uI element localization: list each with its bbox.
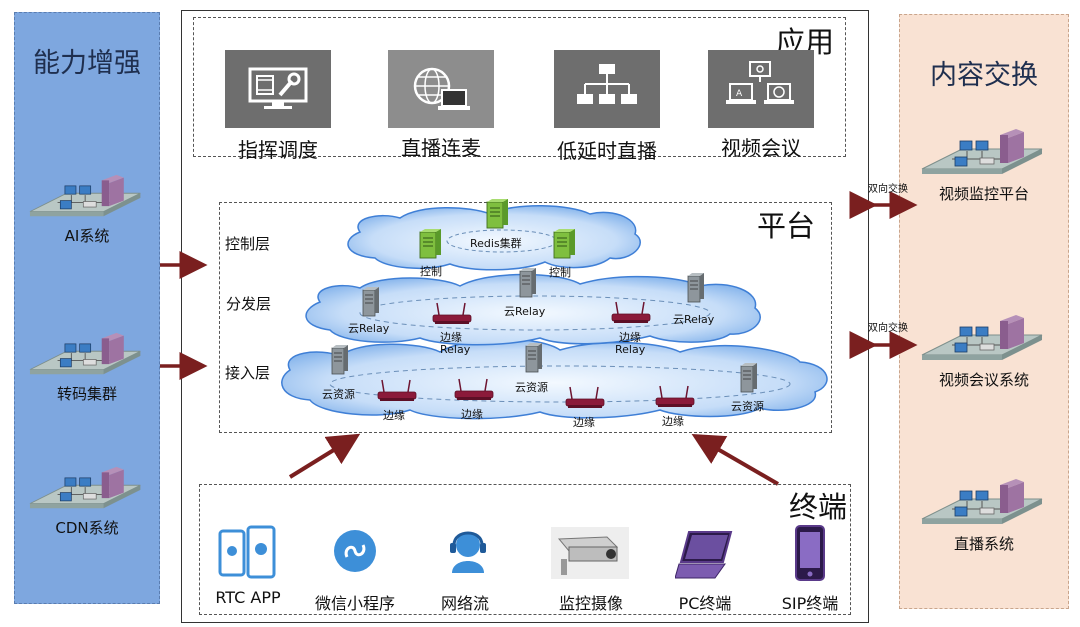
cdn-system-label: CDN系统: [55, 519, 119, 537]
layer-control-label: 控制层: [225, 235, 271, 253]
terminal-sip-label: SIP终端: [781, 594, 839, 613]
edge-1-label: 边缘: [383, 409, 405, 422]
cloud-relay-2-label: 云Relay: [504, 305, 546, 318]
terminal-title: 终端: [789, 490, 848, 524]
globe-laptop-icon: [413, 67, 470, 110]
laptop-icon[interactable]: [675, 530, 737, 580]
redis-server-icon: [486, 198, 509, 229]
control-server-left-icon: [419, 228, 442, 259]
app-low-latency-live[interactable]: [554, 50, 660, 128]
app-command-dispatch-label: 指挥调度: [238, 138, 318, 162]
terminal-section: [199, 484, 851, 615]
terminal-arrow-left: [288, 433, 361, 479]
layer-distribution-label: 分发层: [226, 295, 272, 313]
edge-4-label: 边缘: [662, 415, 684, 428]
exchange-label-1: 双向交换: [868, 184, 908, 195]
miniprogram-icon[interactable]: [333, 529, 377, 573]
control-right-label: 控制: [549, 266, 571, 279]
application-section: [193, 17, 846, 157]
hierarchy-icon: [577, 64, 637, 104]
cloud-source-2-label: 云资源: [515, 381, 548, 394]
edge-relay-2-bottom-label: Relay: [615, 343, 646, 356]
platform-section: [219, 202, 832, 433]
smartphone-icon[interactable]: [218, 525, 278, 581]
capability-panel-title: 能力增强: [33, 48, 141, 79]
redis-cluster-label: Redis集群: [470, 237, 522, 250]
capability-panel: 能力增强 AI系统 转码集群 CDN系统: [14, 12, 160, 604]
cloud-relay-1-label: 云Relay: [348, 322, 390, 335]
monitor-wrench-icon: [248, 67, 308, 109]
cdn-system[interactable]: CDN系统: [15, 465, 159, 538]
edge-relay-1-top-label: 边缘: [440, 331, 462, 344]
terminal-pc-label: PC终端: [678, 594, 732, 613]
edge-2-label: 边缘: [461, 408, 483, 421]
center-frame: [181, 10, 869, 623]
cloud-relay-1-icon: [362, 286, 380, 317]
platform-title: 平台: [757, 209, 816, 243]
content-exchange-panel: 内容交换 视频监控平台 视频会议系统 直播系统: [899, 14, 1069, 609]
terminal-arrow-right: [691, 433, 780, 486]
cloud-source-3-icon: [740, 362, 758, 393]
layer-access-label: 接入层: [225, 364, 271, 382]
app-video-conference[interactable]: A: [708, 50, 814, 128]
edge-relay-1-bottom-label: Relay: [440, 343, 471, 356]
video-conference-system[interactable]: 视频会议系统: [900, 313, 1068, 390]
terminal-miniprogram-label: 微信小程序: [314, 594, 395, 613]
cloud-source-3-label: 云资源: [731, 400, 764, 413]
video-conference-system-label: 视频会议系统: [938, 371, 1029, 389]
transcode-cluster[interactable]: 转码集群: [15, 331, 159, 404]
live-streaming-system-label: 直播系统: [953, 535, 1014, 553]
video-surveillance-platform[interactable]: 视频监控平台: [900, 127, 1068, 204]
cloud-source-2-icon: [525, 342, 543, 373]
live-streaming-system[interactable]: 直播系统: [900, 477, 1068, 554]
app-live-cohost-label: 直播连麦: [401, 136, 481, 160]
terminal-rtc-app-label: RTC APP: [215, 588, 281, 607]
terminal-surveillance-camera-label: 监控摄像: [558, 594, 623, 613]
cloud-relay-3-label: 云Relay: [673, 313, 715, 326]
app-video-conference-label: 视频会议: [721, 136, 801, 160]
headset-user-icon[interactable]: [444, 527, 492, 573]
app-live-cohost[interactable]: [388, 50, 494, 128]
svg-text:A: A: [736, 89, 743, 99]
tablet-icon[interactable]: [794, 524, 826, 582]
app-command-dispatch[interactable]: [225, 50, 331, 128]
cloud-relay-2-icon: [519, 267, 537, 298]
ai-system-label: AI系统: [64, 227, 110, 245]
content-exchange-title: 内容交换: [930, 60, 1038, 91]
cloud-relay-3-icon: [687, 272, 705, 303]
distribution-cloud: [305, 273, 761, 346]
cloud-source-1-icon: [331, 344, 349, 375]
transcode-cluster-label: 转码集群: [56, 385, 117, 403]
control-left-label: 控制: [420, 265, 442, 278]
app-low-latency-live-label: 低延时直播: [557, 139, 657, 163]
conference-icon: A: [726, 61, 794, 104]
exchange-label-2: 双向交换: [868, 323, 908, 334]
ai-system[interactable]: AI系统: [15, 173, 159, 246]
edge-relay-2-top-label: 边缘: [619, 331, 641, 344]
control-server-right-icon: [553, 228, 576, 259]
camera-icon[interactable]: [551, 527, 629, 579]
terminal-network-stream-label: 网络流: [440, 594, 489, 613]
cloud-source-1-label: 云资源: [322, 388, 355, 401]
video-surveillance-platform-label: 视频监控平台: [938, 185, 1029, 203]
edge-3-label: 边缘: [573, 416, 595, 429]
